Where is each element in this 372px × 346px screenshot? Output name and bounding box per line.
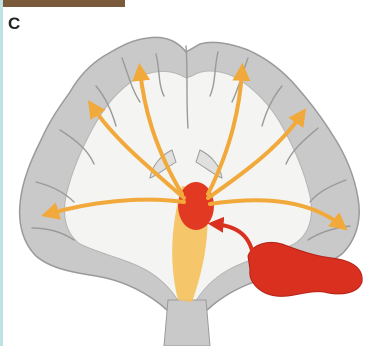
left-edge-strip	[0, 0, 3, 346]
top-photo-strip	[0, 0, 125, 7]
brainstem	[164, 300, 210, 346]
